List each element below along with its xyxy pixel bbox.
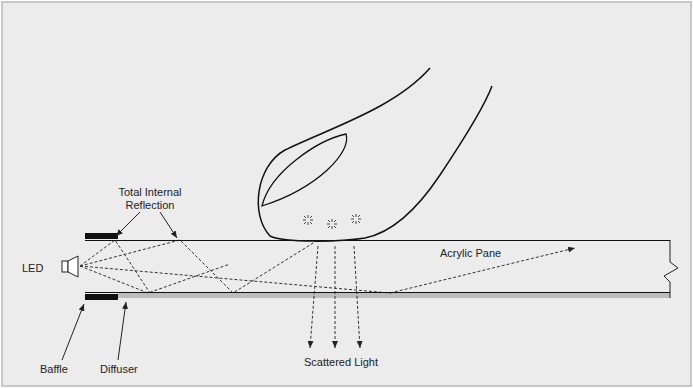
baffle-bottom xyxy=(85,294,118,300)
acrylic-pane-body xyxy=(85,240,670,293)
baffle-top xyxy=(85,233,118,239)
break-line xyxy=(664,240,678,298)
part-label: Total Internal Reflection xyxy=(110,186,190,212)
pane-label: Acrylic Pane xyxy=(440,247,501,260)
led-symbol xyxy=(62,256,78,277)
scattered-rays xyxy=(310,246,360,348)
finger-illustration xyxy=(258,68,492,241)
part-label: Scattered Light xyxy=(304,356,378,369)
light-rays xyxy=(80,240,575,293)
part-label: Diffuser xyxy=(100,363,138,376)
diffuser-layer xyxy=(118,293,670,298)
part-label: Baffle xyxy=(40,363,68,376)
acrylic-pane: Acrylic Pane xyxy=(85,240,670,293)
leader-lines xyxy=(62,212,177,360)
part-label: LED xyxy=(22,262,43,275)
contact-sparkles xyxy=(303,214,361,229)
